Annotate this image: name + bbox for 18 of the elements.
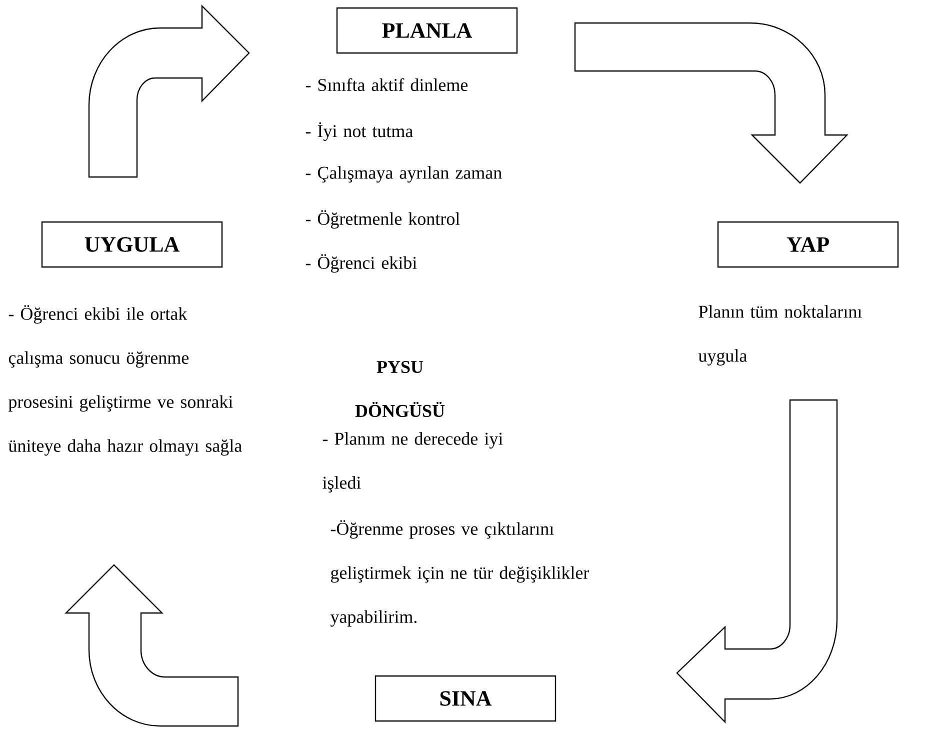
stage-box: PLANLA [336, 7, 518, 54]
bullet-text: - Sınıfta aktif dinleme [306, 78, 468, 92]
cycle-title: PYSU DÖNGÜSÜ [355, 360, 445, 418]
block-arrow [574, 22, 848, 184]
bullet-text: Planın tüm noktalarını uygula [698, 305, 862, 366]
block-arrow [676, 399, 838, 723]
block-arrow [88, 5, 250, 178]
bullet-text: - Öğrenci ekibi [306, 254, 417, 273]
block-arrow [65, 564, 239, 727]
stage-box: SINA [374, 675, 556, 722]
bullet-text: - Öğrenci ekibi ile ortak çalışma sonucu öğrenme prosesini geliştirme ve sonraki üniteye daha hazır olmayı sağla [8, 305, 242, 456]
bullet-text: - Öğretmenle kontrol [306, 210, 460, 229]
stage-box: UYGULA [41, 221, 223, 268]
stage-box: YAP [717, 221, 899, 268]
bullet-text: -Öğrenme proses ve çıktılarını geliştirmek için ne tür değişiklikler yapabilirim. [330, 520, 590, 627]
bullet-text: - İyi not tutma [306, 122, 413, 141]
bullet-text: - Planım ne derecede iyi işledi [322, 432, 503, 492]
bullet-text: - Çalışmaya ayrılan zaman [306, 166, 502, 183]
